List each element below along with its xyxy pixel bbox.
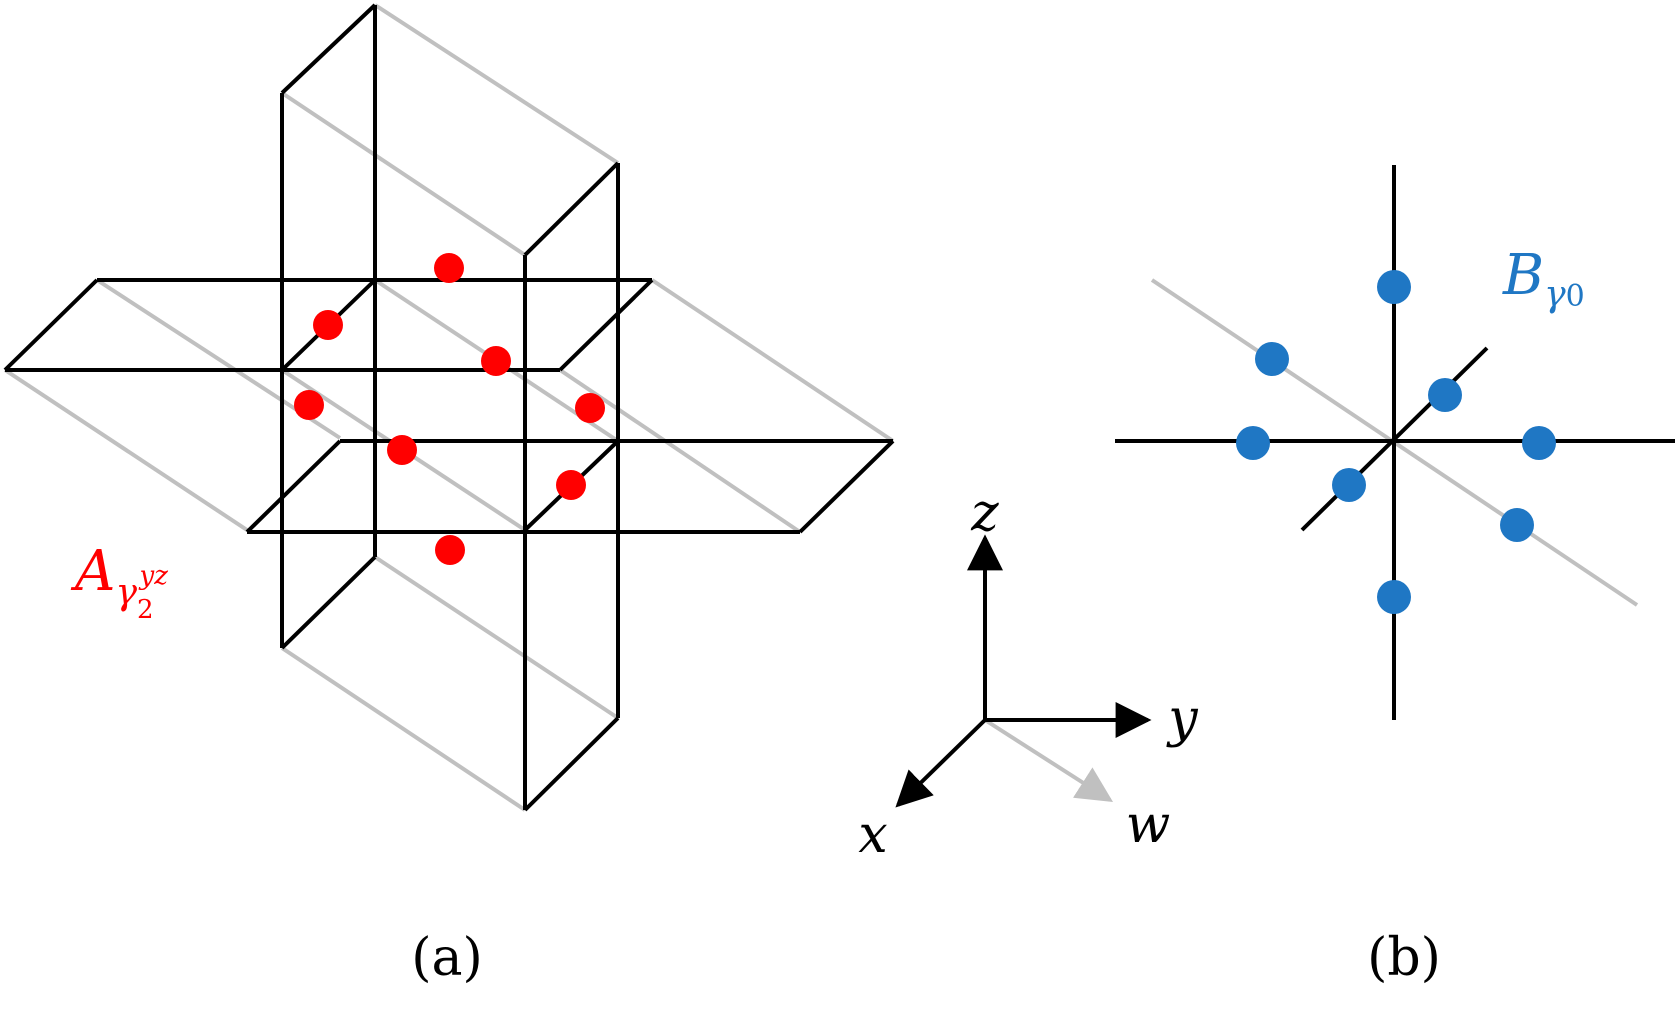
red-point xyxy=(387,435,417,465)
blue-point xyxy=(1377,580,1411,614)
blue-point xyxy=(1522,426,1556,460)
red-point xyxy=(435,535,465,565)
panel-b: Bγ0 (b) xyxy=(1115,165,1675,988)
panel-a-label: Aγ2yz xyxy=(70,539,168,625)
axis-x-arrow xyxy=(895,718,987,808)
axis-y-label: y xyxy=(1166,689,1198,749)
panel-a-caption: (a) xyxy=(411,928,483,988)
blue-point xyxy=(1428,378,1462,412)
red-point xyxy=(313,310,343,340)
red-point xyxy=(294,390,324,420)
panel-b-x-line xyxy=(1300,346,1489,532)
axis-z-label: z xyxy=(970,483,999,543)
panel-a-hidden-edges xyxy=(3,3,895,812)
panel-a-edges xyxy=(3,3,895,812)
blue-point xyxy=(1377,270,1411,304)
panel-a: Aγ2yz (a) xyxy=(3,3,895,988)
panel-b-caption: (b) xyxy=(1367,928,1441,988)
blue-point xyxy=(1500,508,1534,542)
red-point xyxy=(575,393,605,423)
axis-x-label: x xyxy=(858,805,887,865)
axis-w-label: w xyxy=(1126,795,1171,855)
blue-point xyxy=(1332,468,1366,502)
panel-b-points xyxy=(1236,270,1556,614)
red-point xyxy=(434,253,464,283)
panel-b-label: Bγ0 xyxy=(1502,243,1585,315)
panel-a-points xyxy=(294,253,605,565)
red-point xyxy=(556,470,586,500)
axis-w-arrow xyxy=(983,718,1114,802)
red-point xyxy=(481,346,511,376)
axes-triad: z y x w xyxy=(858,483,1198,865)
blue-point xyxy=(1236,426,1270,460)
blue-point xyxy=(1255,342,1289,376)
